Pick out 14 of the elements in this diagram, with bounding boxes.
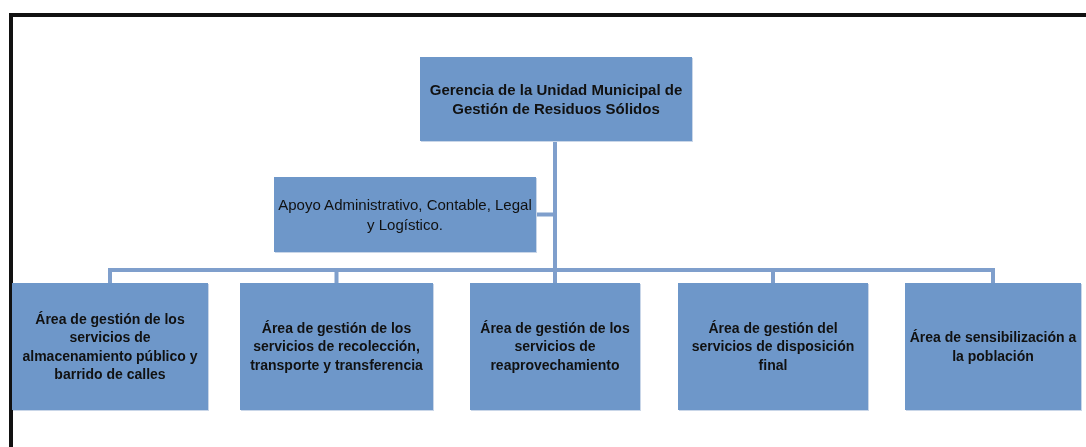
org-box: [420, 57, 692, 141]
org-box: [12, 283, 208, 410]
org-box: [678, 283, 868, 410]
box-label: Apoyo Administrativo, Contable, Legal y Logístico.: [277, 195, 533, 234]
box-label: Área de gestión de los servicios de reaprovechamiento: [479, 319, 631, 374]
org-box: [240, 283, 433, 410]
box-label: Área de gestión de los servicios de recolección, transporte y transferencia: [249, 319, 424, 374]
box-label: Área de gestión de los servicios de almacenamiento público y barrido de calles: [21, 310, 199, 383]
box-label: Gerencia de la Unidad Municipal de Gestión de Residuos Sólidos: [428, 79, 684, 119]
org-box: [470, 283, 640, 410]
org-box: [274, 177, 536, 252]
box-label: Área de gestión del servicios de disposición final: [690, 319, 856, 374]
org-box: [905, 283, 1081, 410]
box-label: Área de sensibilización a la población: [908, 328, 1078, 365]
